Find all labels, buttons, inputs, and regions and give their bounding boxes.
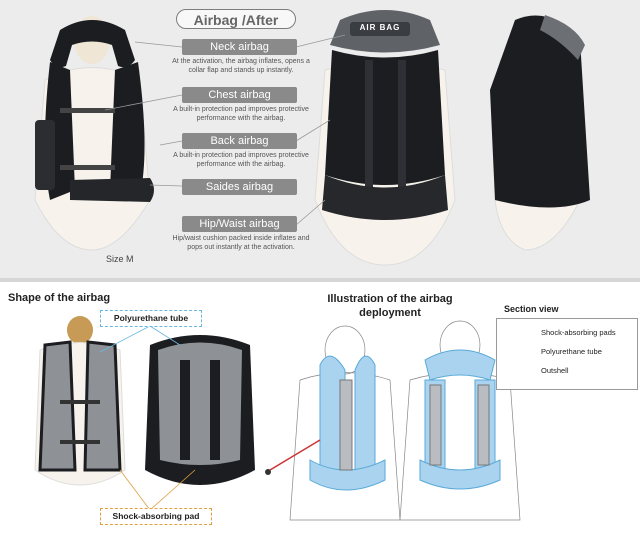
hip-airbag-label: Hip/Waist airbag	[182, 216, 297, 232]
chest-airbag-label: Chest airbag	[182, 87, 297, 103]
deploy-airbag-front	[309, 355, 386, 491]
vest-brand-plate	[350, 22, 410, 36]
hip-airbag-desc: Hip/waist cushion packed inside inflates…	[172, 235, 310, 251]
top-title: Airbag /After	[176, 9, 296, 29]
deploy-title: Illustration of the airbag deployment	[327, 293, 453, 319]
back-airbag-desc: A built-in protection pad improves prote…	[173, 152, 309, 168]
callout-lines-top	[104, 34, 346, 226]
section-view-title: Section view	[504, 304, 559, 314]
vest-brand-text: AIR BAG	[359, 23, 401, 32]
shape-title: Shape of the airbag	[8, 292, 111, 304]
size-label: Size M	[106, 254, 134, 264]
panel-divider	[0, 278, 640, 282]
section-label-shock: Shock-absorbing pads	[541, 328, 616, 337]
section-label-poly: Polyurethane tube	[541, 347, 602, 356]
shape-mannequin-front	[34, 316, 126, 486]
ripcord-lanyard	[265, 439, 321, 475]
shape-mannequin-back	[145, 335, 255, 485]
poly-callout-lines	[99, 325, 181, 353]
section-label-outshell: Outshell	[541, 366, 569, 375]
chest-airbag-desc: A built-in protection pad improves prote…	[173, 106, 309, 122]
section-view-box	[496, 318, 638, 390]
neck-airbag-label: Neck airbag	[182, 39, 297, 55]
shock-absorbing-pad-callout: Shock-absorbing pad	[100, 508, 212, 525]
polyurethane-tube-callout: Polyurethane tube	[100, 310, 202, 327]
sides-airbag-label: Saides airbag	[182, 179, 297, 195]
vest-left	[35, 20, 154, 202]
vest-right	[490, 15, 590, 208]
back-airbag-label: Back airbag	[182, 133, 297, 149]
shock-callout-lines	[119, 469, 196, 511]
deploy-airbag-back	[419, 349, 501, 490]
vest-center	[322, 10, 448, 220]
neck-airbag-desc: At the activation, the airbag inflates, …	[172, 58, 310, 74]
